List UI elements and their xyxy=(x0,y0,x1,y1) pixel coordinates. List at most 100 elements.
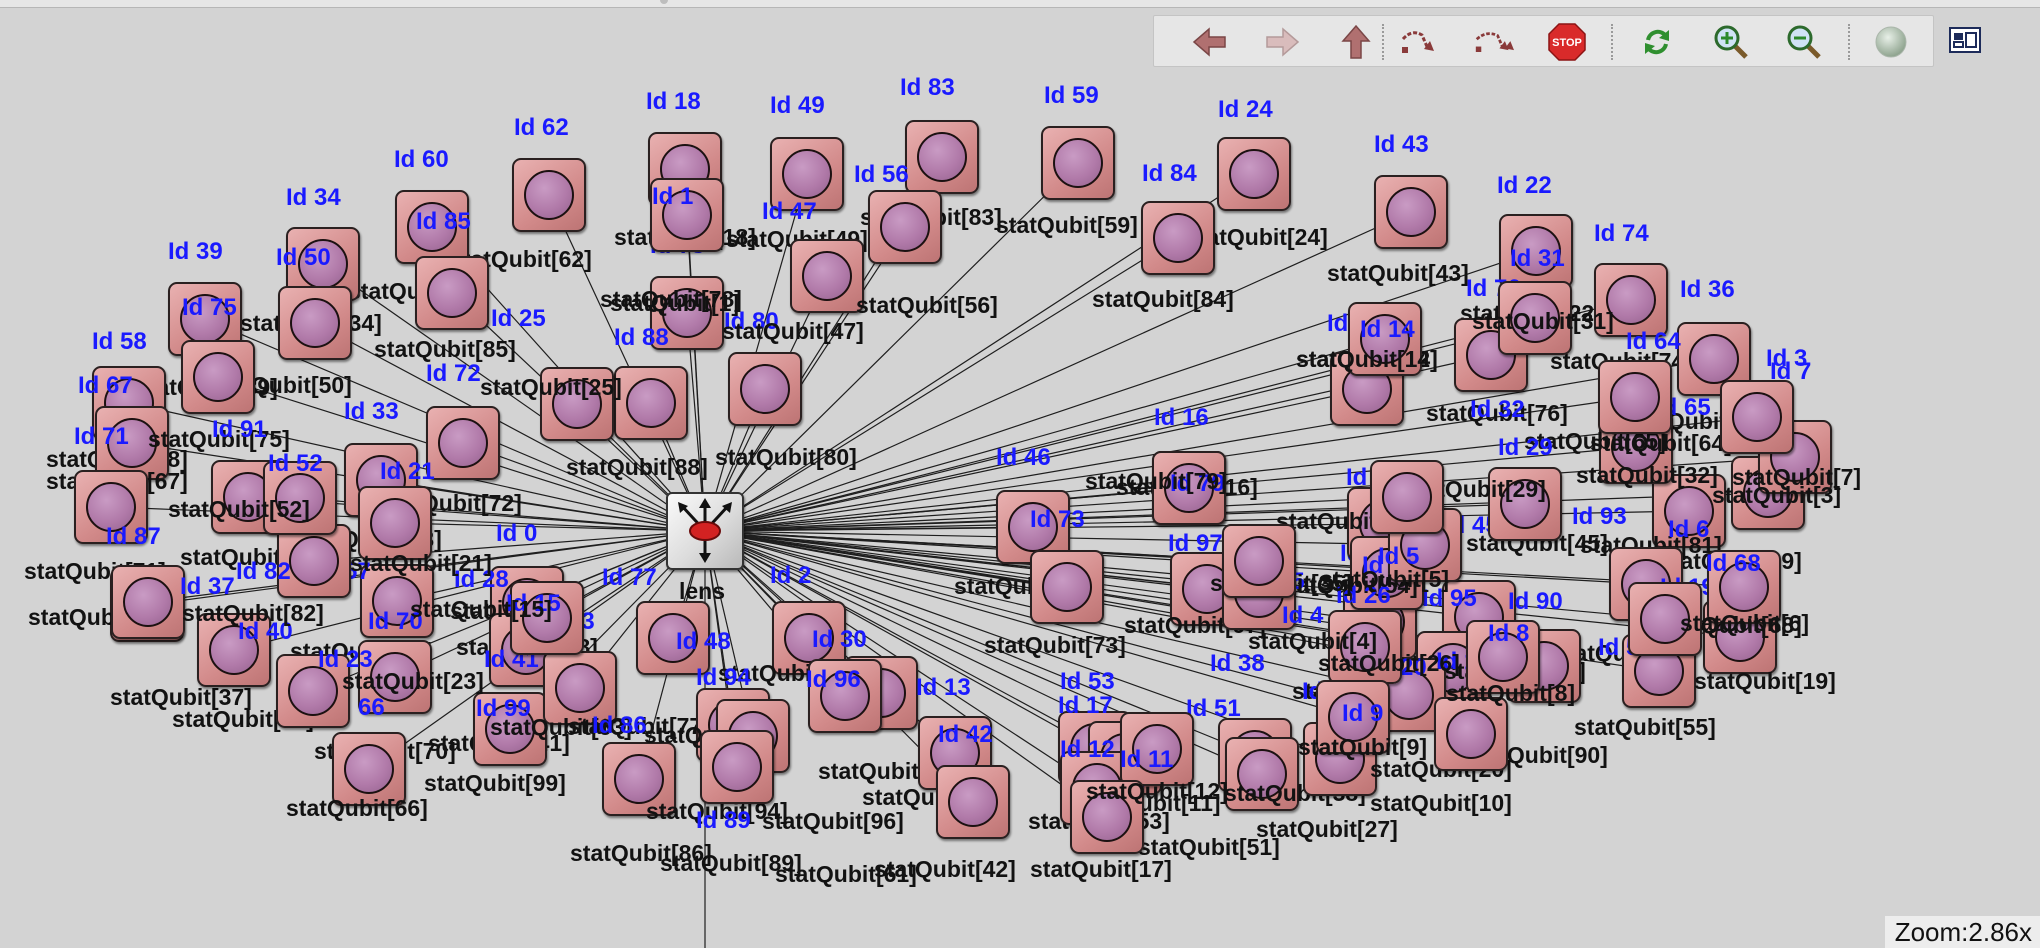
qubit-node[interactable] xyxy=(905,120,979,194)
qubit-icon xyxy=(1360,314,1410,364)
qubit-node[interactable] xyxy=(512,158,586,232)
qubit-node[interactable] xyxy=(1498,281,1572,355)
qubit-icon xyxy=(1511,226,1561,276)
qubit-node[interactable] xyxy=(650,178,724,252)
qubit-node[interactable] xyxy=(1152,451,1226,525)
qubit-node[interactable] xyxy=(197,613,271,687)
qubit-icon xyxy=(1386,187,1436,237)
qubit-node[interactable] xyxy=(426,406,500,480)
node-name-label: statQubit[19] xyxy=(1694,668,1836,694)
qubit-node[interactable] xyxy=(543,651,617,725)
qubit-node[interactable] xyxy=(1030,550,1104,624)
qubit-node[interactable] xyxy=(808,659,882,733)
zoom-in-button[interactable] xyxy=(1711,22,1751,62)
refresh-button[interactable] xyxy=(1637,22,1677,62)
qubit-node[interactable] xyxy=(263,461,337,535)
node-name-label: statQubit[23] xyxy=(342,668,484,694)
qubit-node[interactable] xyxy=(1720,380,1794,454)
stop-button[interactable]: STOP xyxy=(1547,22,1587,62)
qubit-node[interactable] xyxy=(1328,610,1402,684)
qubit-node[interactable] xyxy=(278,286,352,360)
qubit-node[interactable] xyxy=(1120,712,1194,786)
qubit-node[interactable] xyxy=(996,490,1070,564)
qubit-node[interactable] xyxy=(510,581,584,655)
qubit-node[interactable] xyxy=(614,366,688,440)
node-id-label: Id 62 xyxy=(514,114,569,141)
node-name-label: statQubit[14] xyxy=(1296,346,1438,372)
qubit-node[interactable] xyxy=(868,190,942,264)
node-name-label: statQubit[78] xyxy=(600,286,742,312)
qubit-node[interactable] xyxy=(1370,460,1444,534)
resize-knob[interactable] xyxy=(660,0,668,4)
parent-button[interactable] xyxy=(1336,22,1376,62)
qubit-node[interactable] xyxy=(1225,737,1299,811)
qubit-node[interactable] xyxy=(540,367,614,441)
qubit-node[interactable] xyxy=(770,137,844,211)
qubit-node[interactable] xyxy=(1217,137,1291,211)
qubit-node[interactable] xyxy=(181,340,255,414)
qubit-node[interactable] xyxy=(1348,302,1422,376)
qubit-node[interactable] xyxy=(936,765,1010,839)
forward-button[interactable] xyxy=(1262,22,1302,62)
qubit-node[interactable] xyxy=(1466,620,1540,694)
qubit-icon xyxy=(372,576,422,626)
zoom-out-button[interactable] xyxy=(1784,22,1824,62)
back-button[interactable] xyxy=(1190,22,1230,62)
qubit-node[interactable] xyxy=(360,564,434,638)
qubit-node[interactable] xyxy=(1488,467,1562,541)
node-id-label: Id 11 xyxy=(1120,746,1174,773)
qubit-icon xyxy=(740,364,790,414)
lens-router-icon xyxy=(678,498,732,563)
qubit-icon xyxy=(1328,692,1378,742)
qubit-node[interactable] xyxy=(332,732,406,806)
qubit-node[interactable] xyxy=(358,640,432,714)
qubit-node[interactable] xyxy=(1707,550,1781,624)
view-toggle-button[interactable] xyxy=(1947,22,1983,58)
globe-button[interactable] xyxy=(1871,22,1911,62)
qubit-node[interactable] xyxy=(1070,780,1144,854)
qubit-node[interactable] xyxy=(111,565,185,639)
qubit-node[interactable] xyxy=(636,601,710,675)
qubit-node[interactable] xyxy=(1598,360,1672,434)
qubit-node[interactable] xyxy=(650,276,724,350)
qubit-node[interactable] xyxy=(74,470,148,544)
node-id-label: Id 94 xyxy=(696,664,751,691)
qubit-node[interactable] xyxy=(415,256,489,330)
qubit-node[interactable] xyxy=(277,524,351,598)
qubit-node[interactable] xyxy=(358,486,432,560)
qubit-node[interactable] xyxy=(728,352,802,426)
zoom-in-icon xyxy=(1714,25,1748,59)
fast-step-button[interactable] xyxy=(1474,22,1514,62)
toolbar-separator xyxy=(1848,24,1850,60)
qubit-node[interactable] xyxy=(1454,318,1528,392)
qubit-node[interactable] xyxy=(95,406,169,480)
qubit-node[interactable] xyxy=(1222,524,1296,598)
qubit-node[interactable] xyxy=(700,730,774,804)
lens-module[interactable] xyxy=(666,492,744,570)
node-id-label: Id 70 xyxy=(368,608,423,635)
node-id-label: Id 97 xyxy=(1168,530,1223,557)
qubit-node[interactable] xyxy=(1652,474,1726,548)
node-name-label: statQubit[9] xyxy=(1298,734,1428,760)
qubit-node[interactable] xyxy=(1041,126,1115,200)
node-id-label: Id 67 xyxy=(78,372,133,399)
qubit-node[interactable] xyxy=(790,239,864,313)
qubit-icon xyxy=(1042,562,1092,612)
qubit-node[interactable] xyxy=(1316,680,1390,754)
node-id-label: Id 60 xyxy=(394,146,449,173)
qubit-icon xyxy=(1510,293,1560,343)
qubit-node[interactable] xyxy=(1628,582,1702,656)
qubit-node[interactable] xyxy=(276,654,350,728)
node-id-label: Id 37 xyxy=(180,573,235,600)
qubit-node[interactable] xyxy=(1374,175,1448,249)
qubit-node[interactable] xyxy=(1141,201,1215,275)
qubit-icon xyxy=(407,202,457,252)
qubit-node[interactable] xyxy=(1434,697,1508,771)
step-button[interactable] xyxy=(1400,22,1440,62)
qubit-node[interactable] xyxy=(602,742,676,816)
link-line xyxy=(704,237,1179,532)
qubit-icon xyxy=(1382,472,1432,522)
qubit-node[interactable] xyxy=(1594,263,1668,337)
qubit-node[interactable] xyxy=(473,692,547,766)
